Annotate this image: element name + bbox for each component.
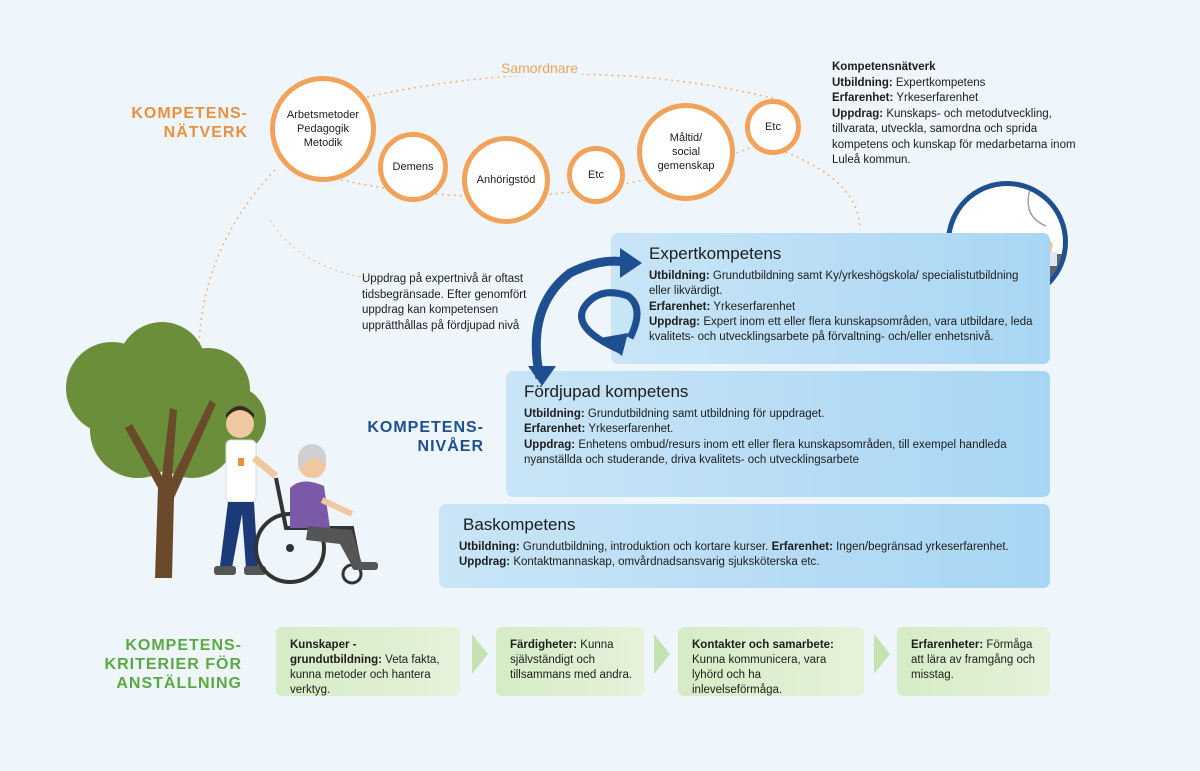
level-deep-title: Fördjupad kompetens: [524, 382, 689, 401]
level-base-exp-text: Ingen/begränsad yrkeserfarenhet.: [836, 541, 1009, 553]
coordinator-label: Samordnare: [497, 60, 583, 76]
level-expert-task-label: Uppdrag:: [649, 315, 701, 328]
levels-title-line2: NIVÅER: [417, 438, 484, 455]
criteria-knowledge-label: Kunskaper - grundutbildning:: [290, 639, 382, 666]
level-base-title: Baskompetens: [463, 515, 576, 534]
level-base-task-label: Uppdrag:: [459, 556, 511, 569]
criteria-section-title: KOMPETENS- KRITERIER FÖR ANSTÄLLNING: [102, 636, 242, 693]
criteria-experience-label: Erfarenheter:: [911, 639, 984, 651]
level-expert-title: Expertkompetens: [649, 244, 782, 263]
criteria-contacts-text: Kunna kommunicera, vara lyhörd och ha in…: [692, 654, 827, 696]
level-deep-task-label: Uppdrag:: [524, 438, 576, 451]
network-circle-dementia: Demens: [378, 132, 448, 202]
criteria-title-line2: KRITERIER FÖR: [104, 656, 242, 673]
levels-section-title: KOMPETENS- NIVÅER: [356, 418, 484, 456]
level-expert-edu-label: Utbildning:: [649, 270, 710, 282]
level-deep-box: Fördjupad kompetens Utbildning: Grundutb…: [506, 371, 1050, 497]
level-expert-edu-text: Grundutbildning samt Ky/yrkeshögskola/ s…: [649, 270, 1019, 298]
criteria-contacts-label: Kontakter och samarbete:: [692, 639, 834, 651]
criteria-skills: Färdigheter: Kunna självständigt och til…: [496, 627, 644, 696]
criteria-experience: Erfarenheter: Förmåga att lära av framgå…: [897, 627, 1050, 696]
level-base-edu-text: Grundutbildning, introduktion och kortar…: [522, 541, 769, 553]
criteria-title-line3: ANSTÄLLNING: [116, 675, 242, 692]
criteria-chevron-2: [654, 634, 670, 674]
criteria-knowledge-text: Veta fakta, kunna metoder och hantera ve…: [290, 654, 440, 696]
level-deep-edu-label: Utbildning:: [524, 408, 585, 420]
level-expert-exp-text: Yrkeserfarenhet: [713, 300, 796, 313]
criteria-skills-label: Färdigheter:: [510, 639, 578, 651]
criteria-contacts: Kontakter och samarbete: Kunna kommunice…: [678, 627, 864, 696]
criteria-skills-text: Kunna självständigt och tillsammans med …: [510, 639, 633, 681]
level-base-exp-label: Erfarenhet:: [771, 541, 833, 553]
cycle-arrows: [528, 248, 642, 386]
network-circle-etc-1: Etc: [567, 146, 625, 204]
level-deep-exp-text: Yrkeserfarenhet.: [588, 423, 674, 436]
level-expert-box: Expertkompetens Utbildning: Grundutbildn…: [611, 233, 1050, 364]
level-expert-exp-label: Erfarenhet:: [649, 300, 711, 313]
criteria-chevron-3: [874, 634, 890, 674]
network-circle-etc-2: Etc: [745, 99, 801, 155]
network-title-line2: NÄTVERK: [163, 124, 248, 141]
network-task-text: Kunskaps- och metodutveckling, tillvarat…: [832, 107, 1076, 167]
level-deep-exp-label: Erfarenhet:: [524, 423, 586, 436]
network-task-label: Uppdrag:: [832, 107, 884, 120]
network-info: Kompetensnätverk Utbildning: Expertkompe…: [832, 60, 1082, 169]
criteria-knowledge: Kunskaper - grundutbildning: Veta fakta,…: [276, 627, 460, 696]
network-section-title: KOMPETENS- NÄTVERK: [118, 104, 248, 142]
criteria-chevron-1: [472, 634, 488, 674]
care-illustration: [66, 322, 378, 585]
criteria-experience-text: Förmåga att lära av framgång och misstag…: [911, 639, 1036, 681]
network-edu-text: Expertkompetens: [895, 76, 986, 89]
criteria-title-line1: KOMPETENS-: [125, 637, 242, 654]
network-circle-relatives: Anhörigstöd: [462, 136, 550, 224]
level-expert-task-text: Expert inom ett eller flera kunskapsområ…: [649, 315, 1033, 344]
expert-note: Uppdrag på expertnivå är oftast tidsbegr…: [362, 273, 527, 332]
level-base-task-text: Kontaktmannaskap, omvårdnadsansvarig sju…: [513, 556, 820, 569]
network-exp-label: Erfarenhet:: [832, 92, 894, 104]
network-circle-meals: Måltid/ social gemenskap: [637, 103, 735, 201]
network-info-heading: Kompetensnätverk: [832, 61, 936, 73]
network-edu-label: Utbildning:: [832, 76, 893, 89]
level-base-box: Baskompetens Utbildning: Grundutbildning…: [439, 504, 1050, 588]
levels-title-line1: KOMPETENS-: [367, 419, 484, 436]
level-deep-edu-text: Grundutbildning samt utbildning för uppd…: [587, 408, 825, 420]
level-deep-task-text: Enhetens ombud/resurs inom ett eller fle…: [524, 438, 1007, 466]
network-circle-methods: Arbetsmetoder Pedagogik Metodik: [270, 76, 376, 182]
network-title-line1: KOMPETENS-: [131, 105, 248, 122]
network-exp-text: Yrkeserfarenhet: [896, 92, 979, 104]
level-base-edu-label: Utbildning:: [459, 541, 520, 553]
